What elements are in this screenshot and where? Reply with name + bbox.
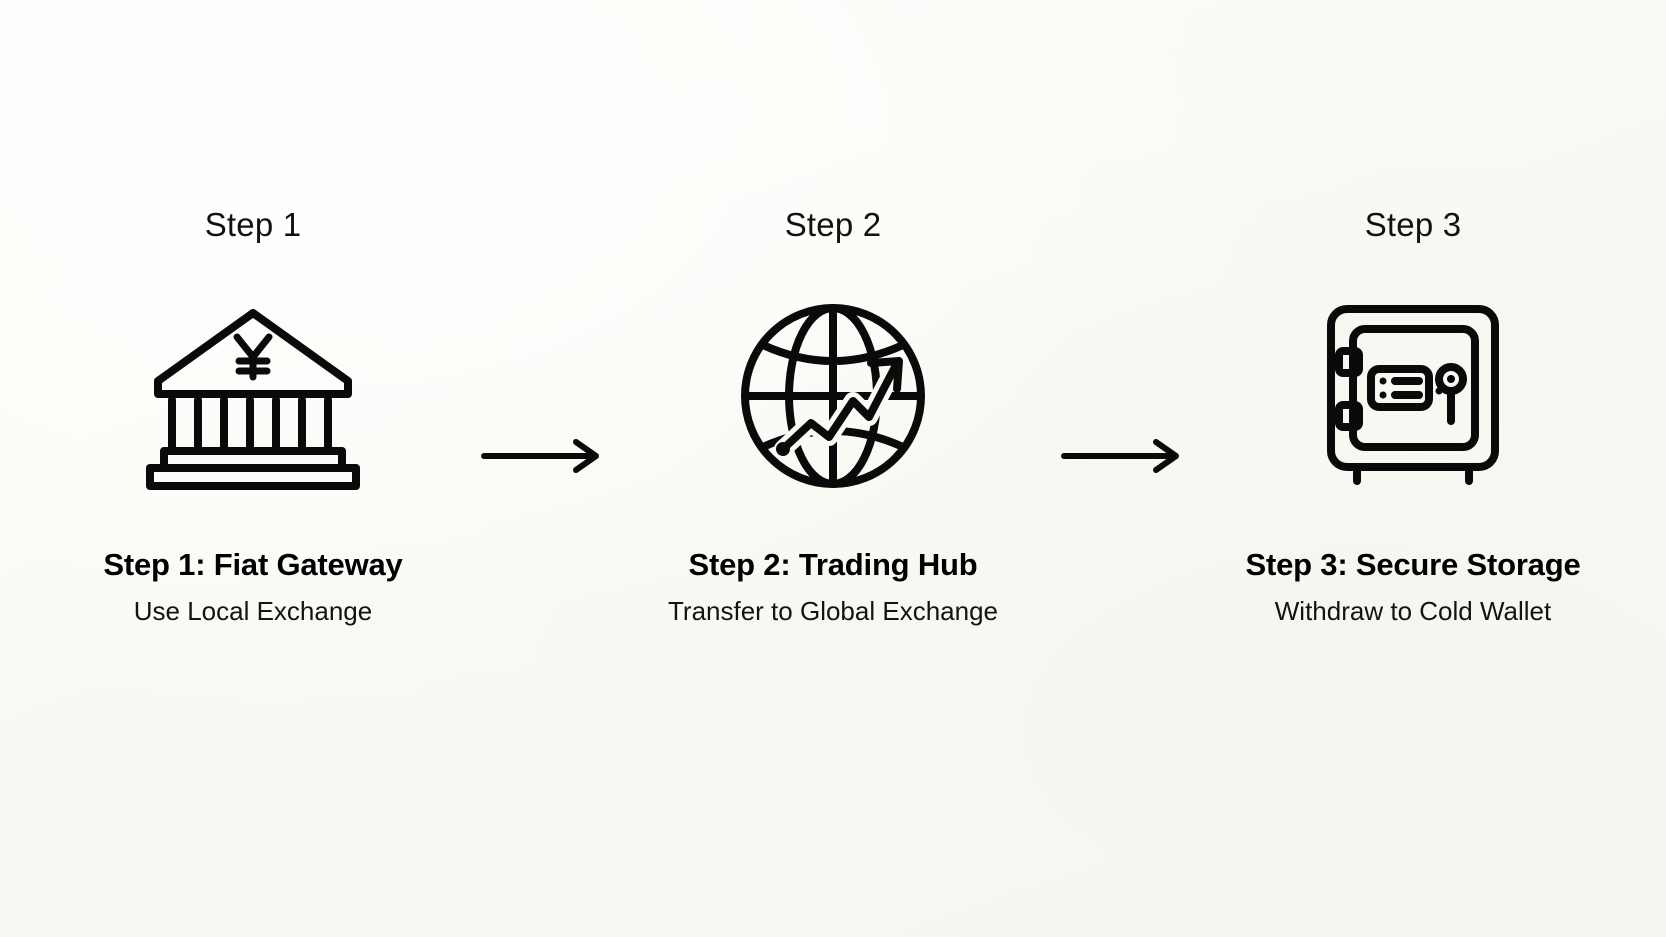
step-3-subtitle: Withdraw to Cold Wallet (1274, 596, 1552, 626)
step-1-title: Step 1: Fiat Gateway (103, 547, 403, 582)
step-1: Step 1 (38, 208, 468, 624)
arrow-right-icon (1061, 439, 1179, 473)
step-2-icon-container (733, 301, 933, 491)
step-1-icon-container (138, 301, 368, 491)
trend-start-dot (776, 442, 790, 456)
step-3-header: Step 3 (1364, 206, 1462, 243)
step-3-icon-container (1323, 301, 1503, 491)
step-2: Step 2 (618, 208, 1048, 624)
safe-vault-icon (1327, 305, 1499, 485)
step-1-subtitle: Use Local Exchange (133, 596, 373, 626)
step-3-title: Step 3: Secure Storage (1245, 547, 1581, 582)
connector-1 (468, 336, 618, 476)
process-flow: Step 1 (0, 208, 1666, 624)
step-1-header: Step 1 (204, 206, 302, 243)
globe-trend-arrow-icon (741, 304, 925, 488)
step-2-title: Step 2: Trading Hub (688, 547, 978, 582)
step-3: Step 3 (1198, 208, 1628, 624)
yen-symbol (233, 333, 273, 381)
bank-yen-icon (146, 309, 360, 490)
connector-2 (1048, 336, 1198, 476)
arrow-right-icon (481, 439, 599, 473)
step-2-subtitle: Transfer to Global Exchange (668, 596, 998, 626)
step-2-header: Step 2 (784, 206, 882, 243)
